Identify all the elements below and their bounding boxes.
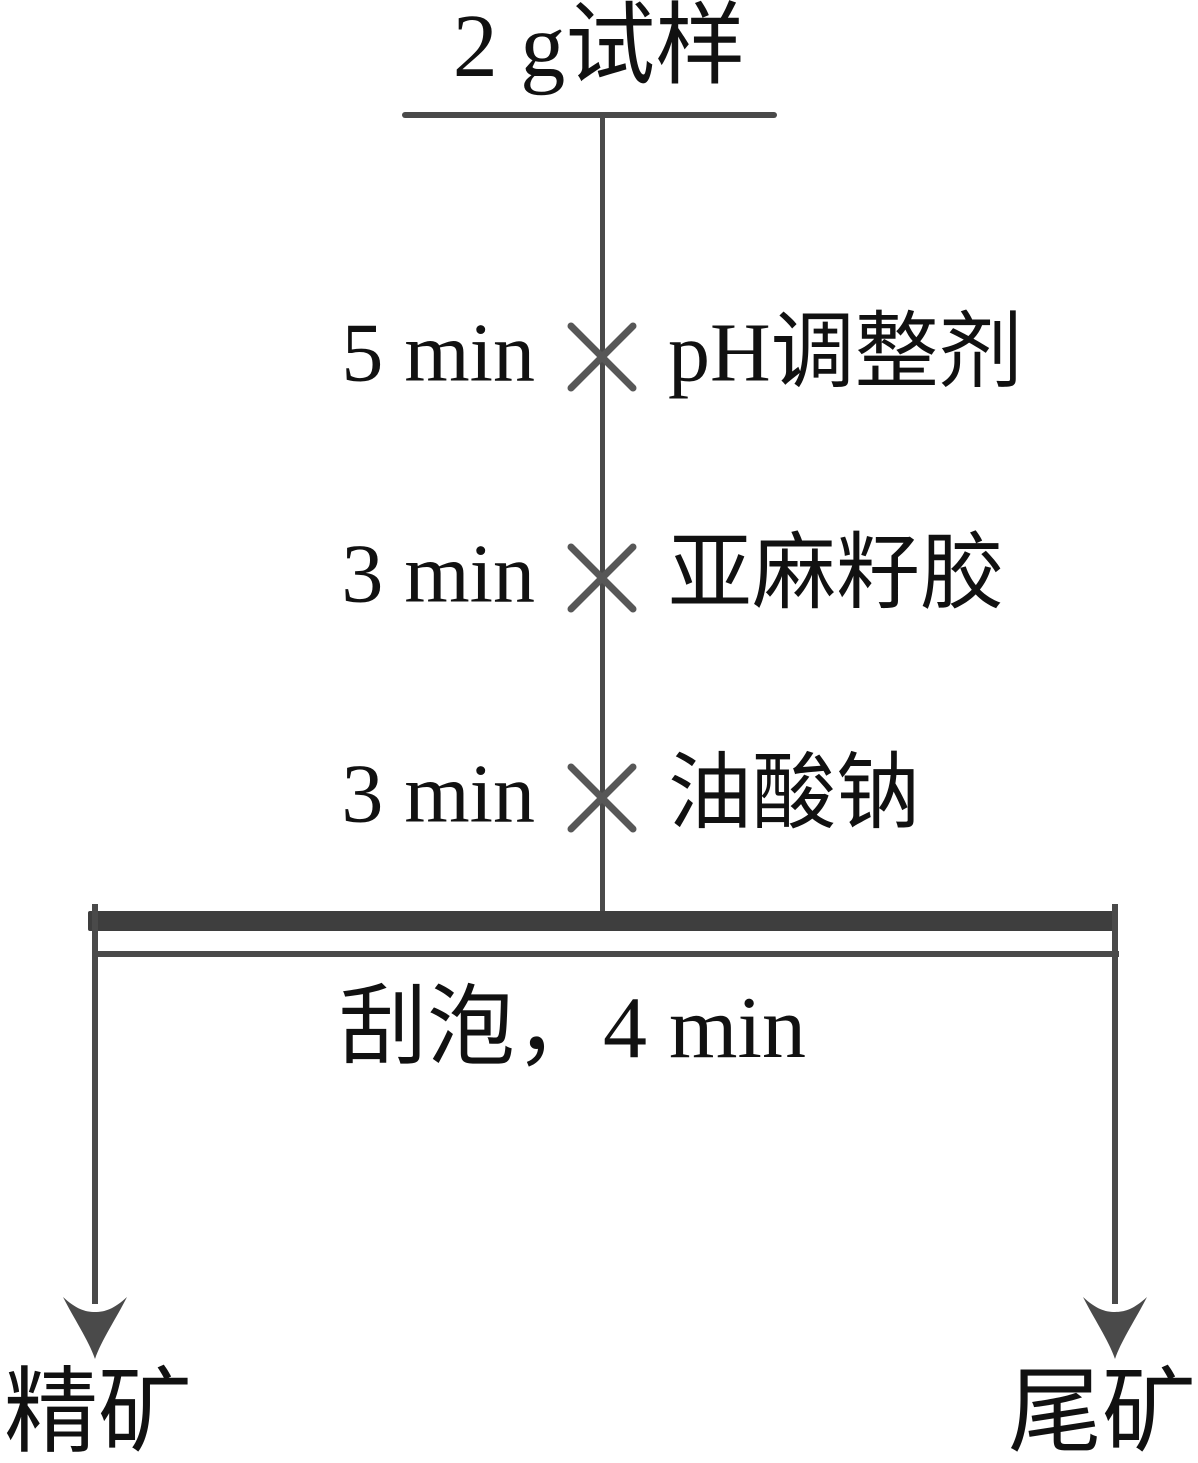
step-2-reagent: 亚麻籽胶 [668, 527, 1005, 621]
title-underline [402, 112, 777, 118]
step-3-time: 3 min [341, 747, 535, 841]
step-2-time: 3 min [341, 527, 535, 621]
tailings-branch-line [1112, 904, 1118, 1304]
froth-scraping-label: 刮泡，4 min [339, 980, 806, 1077]
reagent-addition-x-icon [567, 543, 637, 613]
flotation-cell-underline [93, 951, 1119, 957]
step-1-reagent: pH调整剂 [668, 306, 1023, 400]
reagent-addition-x-icon [567, 322, 637, 392]
concentrate-branch-line [92, 904, 98, 1304]
down-arrow-icon [63, 1297, 127, 1359]
concentrate-label: 精矿 [4, 1361, 193, 1463]
reagent-addition-x-icon [567, 763, 637, 833]
main-flow-line [600, 114, 605, 914]
flotation-cell-bar [88, 911, 1118, 931]
step-3-reagent: 油酸钠 [668, 747, 921, 841]
tailings-label: 尾矿 [1007, 1361, 1196, 1463]
step-1-time: 5 min [341, 306, 535, 400]
sample-title: 2 g试样 [452, 0, 746, 96]
down-arrow-icon [1083, 1297, 1147, 1359]
